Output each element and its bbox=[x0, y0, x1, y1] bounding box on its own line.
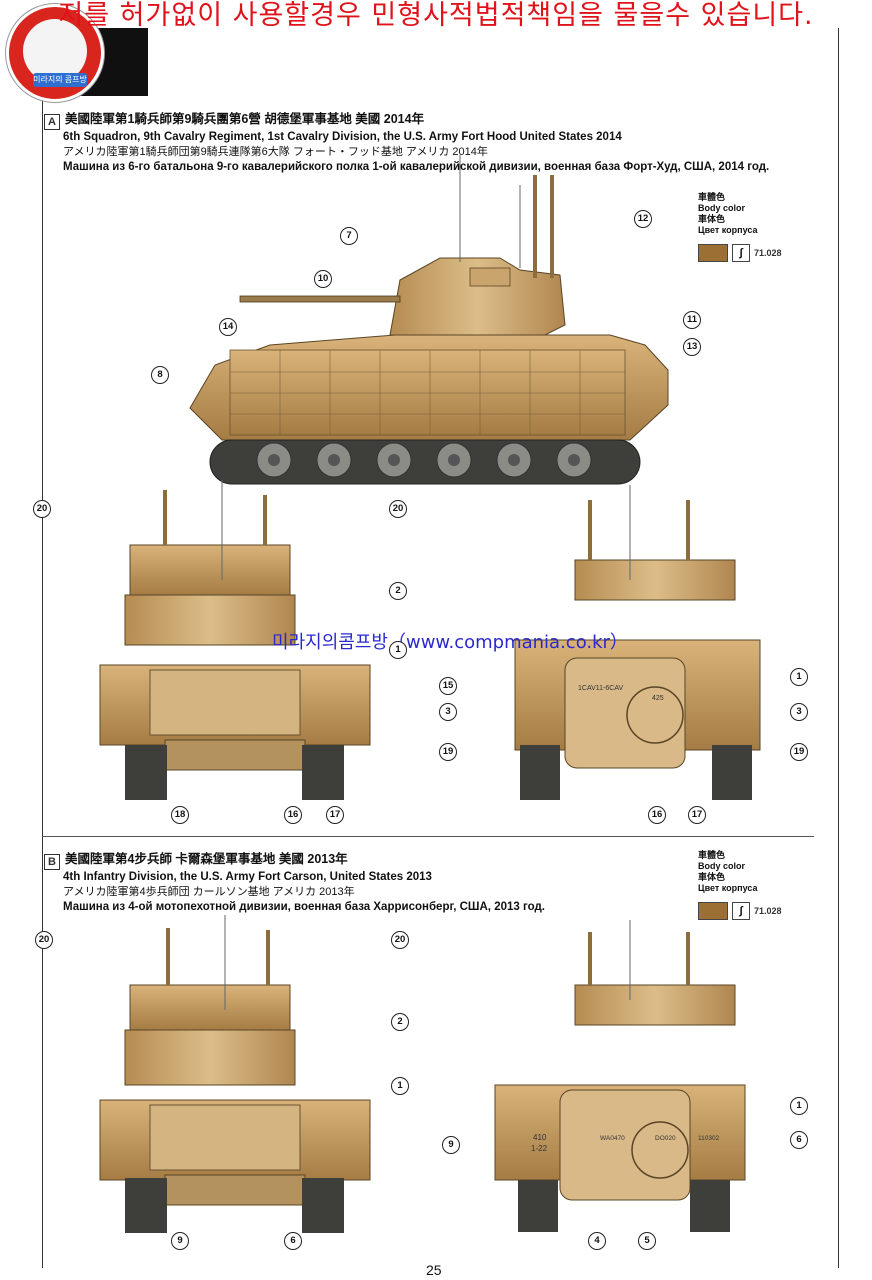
callout-b-rear-6: 6 bbox=[790, 1131, 808, 1149]
callout-b-rear-9: 9 bbox=[442, 1136, 460, 1154]
section-b-title-en: 4th Infantry Division, the U.S. Army For… bbox=[63, 871, 432, 883]
rear-b-plate2: DO020 bbox=[655, 1135, 676, 1142]
page-number: 25 bbox=[426, 1262, 442, 1278]
body-color-b-ru: Цвет корпуса bbox=[698, 883, 758, 893]
rear-b-left-number2: 1-22 bbox=[531, 1144, 548, 1153]
callout-b-front-1: 1 bbox=[391, 1077, 409, 1095]
section-a-title-cjk: 美國陸軍第1騎兵師第9騎兵團第6營 胡德堡軍事基地 美國 2014年 bbox=[65, 112, 425, 126]
section-b-badge: B bbox=[44, 854, 60, 870]
callout-a-rear-16: 16 bbox=[648, 806, 666, 824]
callout-a-11: 11 bbox=[683, 311, 701, 329]
callout-b-front-9: 9 bbox=[171, 1232, 189, 1250]
body-color-en: Body color bbox=[698, 203, 746, 213]
paint-code-b: 71.028 bbox=[754, 905, 782, 916]
callout-a-8: 8 bbox=[151, 366, 169, 384]
callout-b-front-20-right: 20 bbox=[391, 931, 409, 949]
site-logo: 미라지의 콤프방 bbox=[6, 4, 104, 102]
section-b-title-ru: Машина из 4-ой мотопехотной дивизии, вое… bbox=[63, 901, 545, 913]
callout-a-rear-19-right: 19 bbox=[790, 743, 808, 761]
callout-a-10: 10 bbox=[314, 270, 332, 288]
body-color-ru: Цвет корпуса bbox=[698, 225, 758, 235]
body-color-b-zh: 車體色 bbox=[698, 850, 726, 860]
logo-stamp: 미라지의 콤프방 bbox=[33, 73, 87, 87]
callout-b-rear-1: 1 bbox=[790, 1097, 808, 1115]
callout-a-7: 7 bbox=[340, 227, 358, 245]
body-color-b-en: Body color bbox=[698, 861, 746, 871]
body-color-swatch bbox=[698, 244, 728, 262]
page-frame-left bbox=[42, 28, 43, 1268]
section-a-title-jp: アメリカ陸軍第1騎兵師団第9騎兵連隊第6大隊 フォート・フッド基地 アメリカ 2… bbox=[63, 146, 488, 158]
section-a-title-en: 6th Squadron, 9th Cavalry Regiment, 1st … bbox=[63, 131, 622, 143]
callout-b-front-20-left: 20 bbox=[35, 931, 53, 949]
callout-a-front-17: 17 bbox=[326, 806, 344, 824]
callout-b-front-6: 6 bbox=[284, 1232, 302, 1250]
body-color-zh: 車體色 bbox=[698, 192, 726, 202]
callout-a-12: 12 bbox=[634, 210, 652, 228]
paint-brush-icon: ∫ bbox=[732, 244, 750, 262]
callout-b-rear-5: 5 bbox=[638, 1232, 656, 1250]
callout-b-rear-4: 4 bbox=[588, 1232, 606, 1250]
body-color-jp: 車体色 bbox=[698, 214, 726, 224]
callout-a-rear-17: 17 bbox=[688, 806, 706, 824]
section-a-heading: A 美國陸軍第1騎兵師第9騎兵團第6營 胡德堡軍事基地 美國 2014年 6th … bbox=[44, 112, 769, 175]
section-a-badge: A bbox=[44, 114, 60, 130]
section-separator bbox=[42, 836, 814, 837]
callout-a-rear-3-right: 3 bbox=[790, 703, 808, 721]
section-b-title-jp: アメリカ陸軍第4歩兵師団 カールソン基地 アメリカ 2013年 bbox=[63, 886, 355, 898]
callout-a-rear-19-left: 19 bbox=[439, 743, 457, 761]
paint-brush-b-icon: ∫ bbox=[732, 902, 750, 920]
callout-a-front-1: 1 bbox=[389, 641, 407, 659]
callout-a-rear-1: 1 bbox=[790, 668, 808, 686]
rear-a-plate: 1CAV11-6CAV bbox=[578, 685, 623, 692]
page-frame-right bbox=[838, 28, 839, 1268]
callout-a-front-20-right: 20 bbox=[389, 500, 407, 518]
logo-face-icon bbox=[23, 19, 87, 83]
rear-b-left-number: 410 bbox=[533, 1133, 547, 1142]
rear-a-number: 425 bbox=[652, 695, 664, 702]
body-color-b-swatch bbox=[698, 902, 728, 920]
section-a-body-color: 車體色 Body color 車体色 Цвет корпуса ∫ 71.028 bbox=[698, 192, 782, 262]
callout-a-13: 13 bbox=[683, 338, 701, 356]
callout-a-14: 14 bbox=[219, 318, 237, 336]
callout-a-rear-15: 15 bbox=[439, 677, 457, 695]
callout-a-front-16: 16 bbox=[284, 806, 302, 824]
callout-a-front-18: 18 bbox=[171, 806, 189, 824]
rear-b-plate: WA0470 bbox=[600, 1135, 625, 1142]
paint-code: 71.028 bbox=[754, 247, 782, 258]
body-color-b-jp: 車体色 bbox=[698, 872, 726, 882]
callout-a-front-2: 2 bbox=[389, 582, 407, 600]
site-watermark: 미라지의콤프방（www.compmania.co.kr） bbox=[272, 632, 628, 653]
callout-a-rear-3-left: 3 bbox=[439, 703, 457, 721]
section-b-body-color: 車體色 Body color 車体色 Цвет корпуса ∫ 71.028 bbox=[698, 850, 782, 920]
callout-a-front-20-left: 20 bbox=[33, 500, 51, 518]
callout-b-front-2: 2 bbox=[391, 1013, 409, 1031]
section-a-title-ru: Машина из 6-го батальона 9-го кавалерийс… bbox=[63, 161, 770, 173]
section-b-heading: B 美國陸軍第4步兵師 卡爾森堡軍事基地 美國 2013年 4th Infantr… bbox=[44, 852, 545, 915]
copyright-watermark: 저를 허가없이 사용할경우 민형사적법적책임을 물을수 있습니다. bbox=[58, 0, 814, 31]
rear-b-right-number: 110302 bbox=[698, 1135, 720, 1142]
section-b-title-cjk: 美國陸軍第4步兵師 卡爾森堡軍事基地 美國 2013年 bbox=[65, 852, 348, 866]
